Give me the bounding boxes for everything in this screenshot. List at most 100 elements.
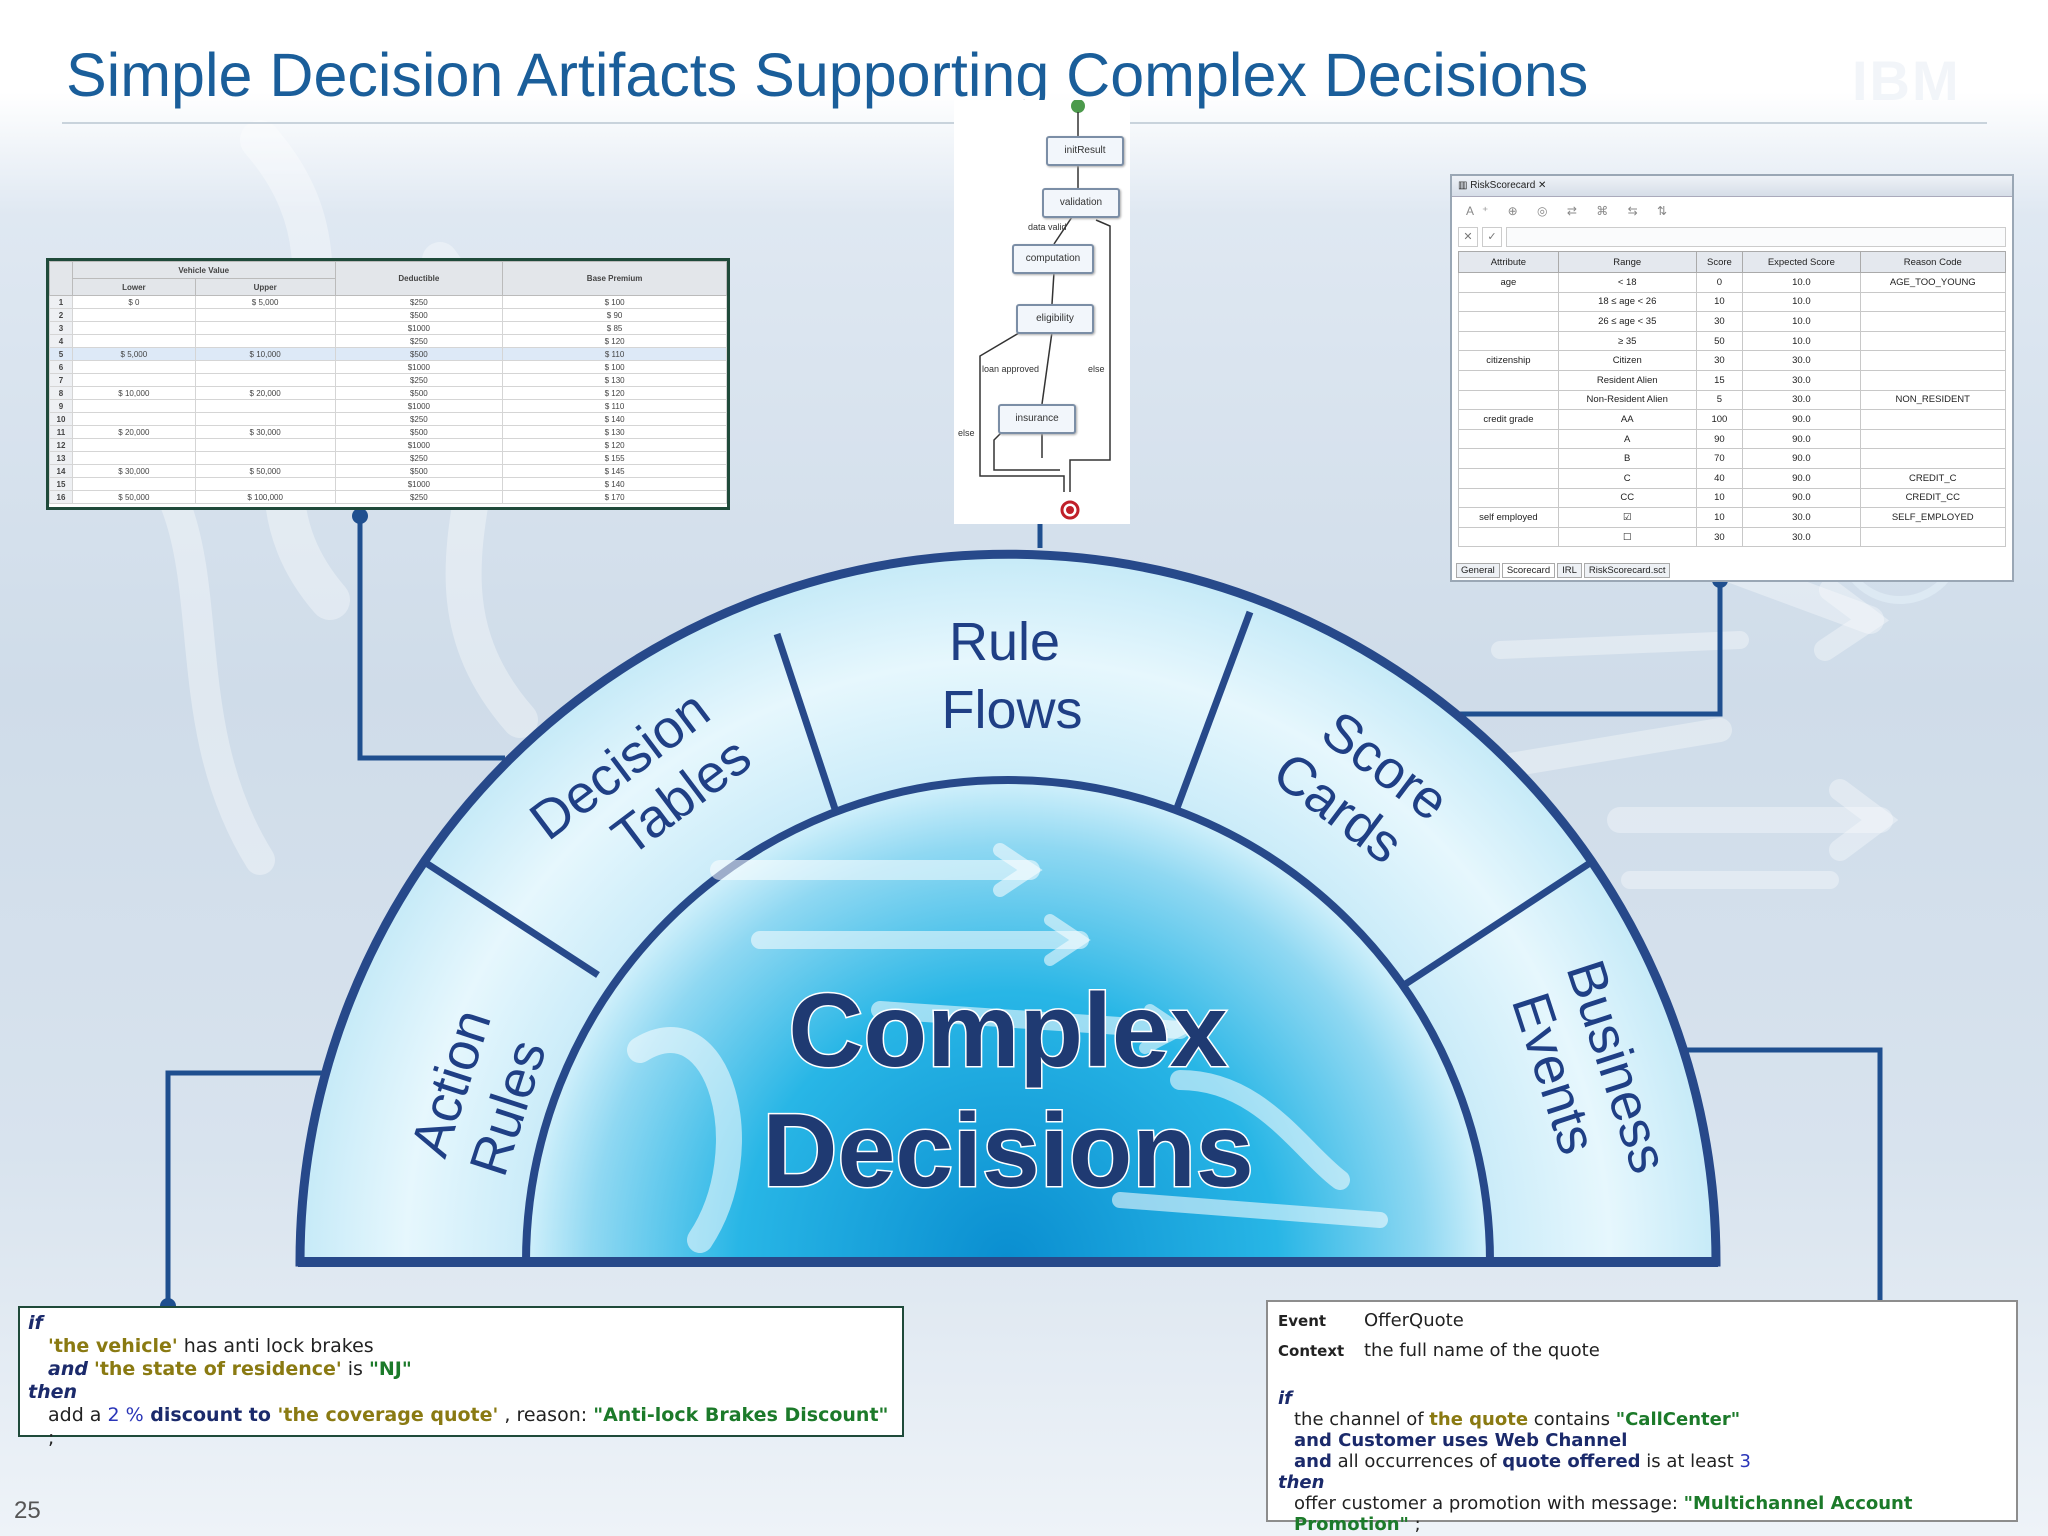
scorecard-bottom-tabs[interactable]: General Scorecard IRL RiskScorecard.sct	[1456, 563, 1671, 578]
table-row[interactable]: 16$ 50,000$ 100,000$250$ 170	[49, 490, 727, 504]
flow-node-initresult[interactable]: initResult	[1046, 136, 1124, 166]
table-cell	[194, 373, 336, 387]
table-row[interactable]: 5$ 5,000$ 10,000$500$ 110	[49, 347, 727, 361]
table-row[interactable]: 4$250$ 120	[49, 334, 727, 348]
table-row[interactable]: 12$1000$ 120	[49, 438, 727, 452]
tab-irl[interactable]: IRL	[1557, 563, 1582, 578]
center-title-line2: Decisions	[762, 1093, 1253, 1209]
col-expected-score: Expected Score	[1742, 251, 1861, 273]
table-row[interactable]: 2$500$ 90	[49, 308, 727, 322]
scorecard-editor-tab[interactable]: ▥ RiskScorecard ✕	[1452, 176, 2012, 197]
row-number: 11	[49, 425, 73, 439]
accept-icon[interactable]: ✓	[1482, 227, 1502, 247]
col-reason-code: Reason Code	[1859, 251, 2007, 273]
table-row[interactable]: 15$1000$ 140	[49, 477, 727, 491]
table-row[interactable]: 8$ 10,000$ 20,000$500$ 120	[49, 386, 727, 400]
table-row[interactable]: 13$250$ 155	[49, 451, 727, 465]
formula-bar[interactable]: ✕✓	[1458, 227, 2006, 247]
row-number: 2	[49, 308, 73, 322]
table-cell	[1458, 291, 1559, 313]
rule-flow-panel[interactable]: initResult validation data valid computa…	[954, 100, 1130, 524]
rule-line: then	[28, 1381, 78, 1403]
table-cell: CREDIT_C	[1859, 467, 2007, 489]
action-rule-panel[interactable]: if 'the vehicle' has anti lock brakes an…	[18, 1306, 904, 1449]
scorecard-icon: ▥	[1458, 180, 1471, 191]
row-number: 1	[49, 295, 73, 309]
table-cell	[1458, 487, 1559, 509]
connector-dot	[352, 508, 368, 524]
table-cell: $ 120	[502, 334, 727, 348]
table-cell: $ 85	[502, 321, 727, 335]
table-cell: ☐	[1557, 526, 1697, 548]
table-cell: 18 ≤ age < 26	[1557, 291, 1697, 313]
table-row[interactable]: 1$ 0$ 5,000$250$ 100	[49, 295, 727, 309]
connector-action-rules	[165, 1070, 322, 1306]
table-cell: ☑	[1557, 507, 1697, 528]
table-row[interactable]: 10$250$ 140	[49, 412, 727, 426]
tab-general[interactable]: General	[1456, 563, 1500, 578]
edge-label-else: else	[958, 428, 975, 438]
table-row[interactable]: 14$ 30,000$ 50,000$500$ 145	[49, 464, 727, 478]
decision-table: Vehicle Value Deductible Base Premium Lo…	[49, 261, 727, 504]
table-cell	[194, 321, 336, 335]
close-icon[interactable]: ✕	[1538, 180, 1547, 191]
table-cell: A	[1557, 428, 1697, 450]
scorecard-panel[interactable]: ▥ RiskScorecard ✕ A⁺ ⊕ ◎ ⇄ ⌘ ⇆ ⇅ ✕✓ Attr…	[1450, 174, 2014, 582]
table-cell: $ 5,000	[194, 295, 336, 309]
decision-table-panel[interactable]: Vehicle Value Deductible Base Premium Lo…	[46, 258, 730, 510]
segment-label-rule-flows[interactable]: Rule Flows	[941, 612, 1082, 740]
rule-line: 'the vehicle' has anti lock brakes	[48, 1335, 374, 1357]
scorecard-toolbar[interactable]: A⁺ ⊕ ◎ ⇄ ⌘ ⇆ ⇅	[1466, 204, 1676, 218]
flow-node-computation[interactable]: computation	[1012, 244, 1094, 274]
table-cell: self employed	[1458, 507, 1559, 528]
table-row[interactable]: 6$1000$ 100	[49, 360, 727, 374]
table-cell: 26 ≤ age < 35	[1557, 311, 1697, 332]
tab-scorecard[interactable]: Scorecard	[1501, 563, 1556, 578]
table-cell: $ 110	[502, 347, 727, 361]
table-cell: 10.0	[1742, 291, 1861, 313]
row-number: 16	[49, 490, 73, 504]
table-cell: $ 20,000	[72, 425, 196, 439]
table-cell: $250	[334, 295, 504, 309]
row-number: 9	[49, 399, 73, 413]
table-row[interactable]: 9$1000$ 110	[49, 399, 727, 413]
tab-file[interactable]: RiskScorecard.sct	[1583, 563, 1671, 578]
flow-node-validation[interactable]: validation	[1042, 188, 1120, 218]
cancel-icon[interactable]: ✕	[1458, 227, 1478, 247]
table-cell: $ 30,000	[194, 425, 336, 439]
table-cell: 10.0	[1742, 330, 1861, 352]
table-cell: $ 130	[502, 425, 727, 439]
flow-node-insurance[interactable]: insurance	[998, 404, 1076, 434]
table-row[interactable]: 3$1000$ 85	[49, 321, 727, 335]
flow-node-eligibility[interactable]: eligibility	[1016, 304, 1094, 334]
table-cell: $1000	[334, 438, 504, 452]
table-row[interactable]: 11$ 20,000$ 30,000$500$ 130	[49, 425, 727, 439]
table-cell	[194, 451, 336, 465]
row-number: 13	[49, 451, 73, 465]
table-cell: citizenship	[1458, 350, 1559, 371]
table-cell	[1859, 428, 2007, 450]
table-cell: AA	[1557, 409, 1697, 430]
table-cell: CREDIT_CC	[1859, 487, 2007, 509]
row-number: 8	[49, 386, 73, 400]
table-cell: $250	[334, 334, 504, 348]
table-row[interactable]: 7$250$ 130	[49, 373, 727, 387]
table-cell: 0	[1695, 272, 1744, 293]
table-cell: SELF_EMPLOYED	[1859, 507, 2007, 528]
formula-input[interactable]	[1506, 227, 2006, 247]
